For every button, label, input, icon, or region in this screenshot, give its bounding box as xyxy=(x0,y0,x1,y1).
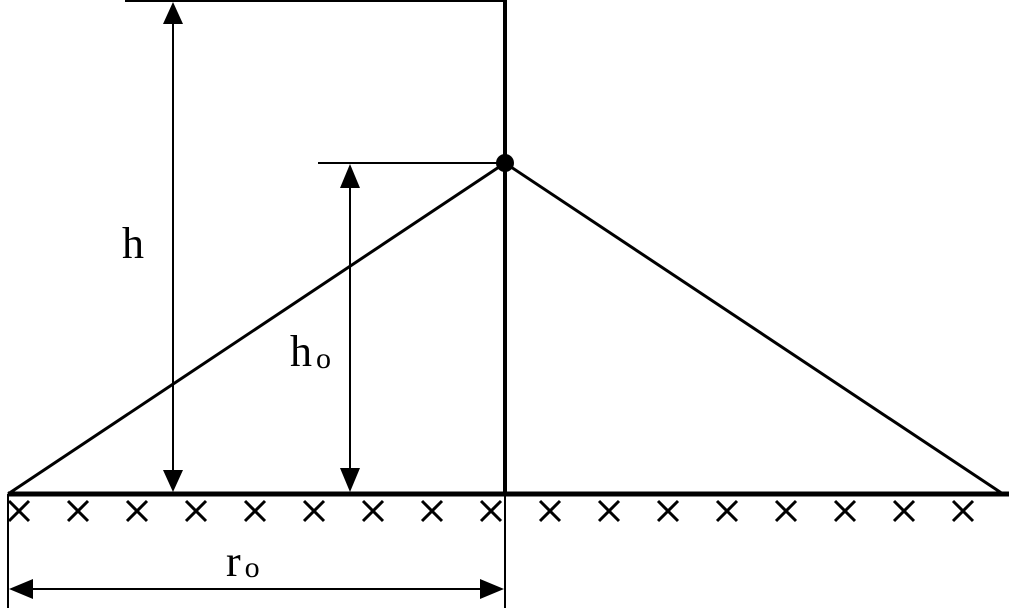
ground-cross-mark xyxy=(66,499,90,523)
protection-zone-right-boundary xyxy=(504,161,1004,496)
ground-cross-mark xyxy=(774,499,798,523)
r0-arrowhead-left xyxy=(9,579,33,599)
ground-cross-mark xyxy=(243,499,267,523)
ground-cross-mark xyxy=(951,499,975,523)
h-label: h xyxy=(122,219,144,268)
r0-label: r o xyxy=(226,537,260,586)
h0-label: h o xyxy=(290,327,331,376)
ground-cross-mark xyxy=(302,499,326,523)
h0-arrowhead-top xyxy=(340,164,360,188)
protection-zone-left-boundary xyxy=(7,161,506,496)
ground-cross-mark xyxy=(184,499,208,523)
ground-hatching xyxy=(7,499,975,523)
h0-arrowhead-bottom xyxy=(340,468,360,492)
ground-cross-mark xyxy=(538,499,562,523)
ground-cross-mark xyxy=(597,499,621,523)
ground-cross-mark xyxy=(715,499,739,523)
ground-cross-mark xyxy=(833,499,857,523)
ground-cross-mark xyxy=(656,499,680,523)
ground-cross-mark xyxy=(125,499,149,523)
ground-cross-mark xyxy=(479,499,503,523)
h-arrowhead-bottom xyxy=(163,470,183,492)
ground-cross-mark xyxy=(361,499,385,523)
ground-cross-mark xyxy=(420,499,444,523)
protection-zone-apex-dot xyxy=(496,154,514,172)
r0-arrowhead-right xyxy=(480,579,504,599)
ground-cross-mark xyxy=(7,499,31,523)
ground-cross-mark xyxy=(892,499,916,523)
h-arrowhead-top xyxy=(163,2,183,24)
